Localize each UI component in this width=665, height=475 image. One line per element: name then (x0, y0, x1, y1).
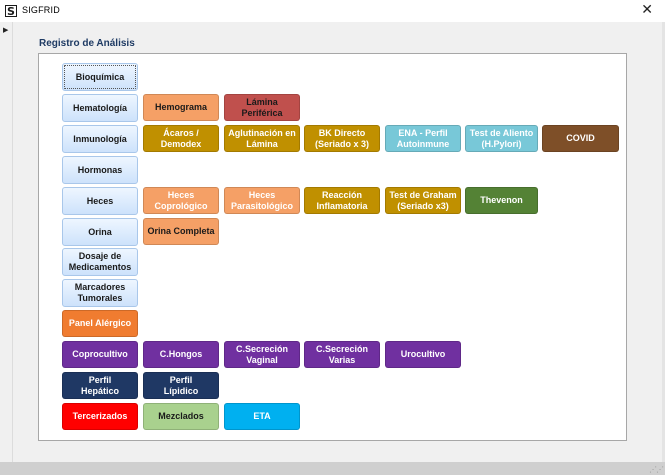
mezclados-button[interactable]: Mezclados (143, 403, 219, 430)
category-heces-button[interactable]: Heces (62, 187, 138, 215)
record-selector-strip: ▶ (0, 22, 13, 462)
test-c-secrecion-vaginal-button[interactable]: C.Secreción Vaginal (224, 341, 300, 368)
resize-grip-icon[interactable]: ⋰⋰ (649, 465, 664, 474)
test-c-hongos-button[interactable]: C.Hongos (143, 341, 219, 368)
category-hormonas-button[interactable]: Hormonas (62, 156, 138, 184)
category-orina-button[interactable]: Orina (62, 218, 138, 246)
test-heces-parasitologico-button[interactable]: Heces Parasitológico (224, 187, 300, 214)
test-c-secrecion-varias-button[interactable]: C.Secreción Varias (304, 341, 380, 368)
test-bk-directo-button[interactable]: BK Directo (Seriado x 3) (304, 125, 380, 152)
tercerizados-button[interactable]: Tercerizados (62, 403, 138, 430)
app-icon: S (5, 5, 17, 18)
status-bar: ⋰⋰ (0, 462, 665, 475)
test-thevenon-button[interactable]: Thevenon (465, 187, 538, 214)
panel-alergico-button[interactable]: Panel Alérgico (62, 310, 138, 337)
category-hematologia-button[interactable]: Hematología (62, 94, 138, 122)
test-aglutinacion-lamina-button[interactable]: Aglutinación en Lámina (224, 125, 300, 152)
record-arrow-icon[interactable]: ▶ (3, 26, 9, 34)
test-hemograma-button[interactable]: Hemograma (143, 94, 219, 121)
close-button[interactable]: ✕ (641, 2, 653, 18)
scroll-edge (662, 22, 665, 462)
category-dosaje-medicamentos-button[interactable]: Dosaje de Medicamentos (62, 248, 138, 276)
window-title: SIGFRID (22, 5, 60, 15)
category-inmunologia-button[interactable]: Inmunología (62, 125, 138, 153)
test-heces-coprologico-button[interactable]: Heces Coprológico (143, 187, 219, 214)
test-orina-completa-button[interactable]: Orina Completa (143, 218, 219, 245)
test-graham-button[interactable]: Test de Graham (Seriado x3) (385, 187, 461, 214)
test-coprocultivo-button[interactable]: Coprocultivo (62, 341, 138, 368)
category-bioquimica-button[interactable]: Bioquímica (62, 63, 138, 91)
test-aliento-hpylori-button[interactable]: Test de Aliento (H.Pylori) (465, 125, 538, 152)
test-ena-perfil-autoinmune-button[interactable]: ENA - Perfil Autoinmune (385, 125, 461, 152)
perfil-hepatico-button[interactable]: Perfil Hepático (62, 372, 138, 399)
perfil-lipidico-button[interactable]: Perfil Lípidico (143, 372, 219, 399)
test-acaros-demodex-button[interactable]: Ácaros / Demodex (143, 125, 219, 152)
title-bar: S SIGFRID ✕ (0, 0, 665, 22)
test-urocultivo-button[interactable]: Urocultivo (385, 341, 461, 368)
eta-button[interactable]: ETA (224, 403, 300, 430)
test-lamina-periferica-button[interactable]: Lámina Periférica (224, 94, 300, 121)
section-title: Registro de Análisis (39, 38, 135, 49)
category-marcadores-tumorales-button[interactable]: Marcadores Tumorales (62, 279, 138, 307)
test-reaccion-inflamatoria-button[interactable]: Reacción Inflamatoria (304, 187, 380, 214)
test-covid-button[interactable]: COVID (542, 125, 619, 152)
